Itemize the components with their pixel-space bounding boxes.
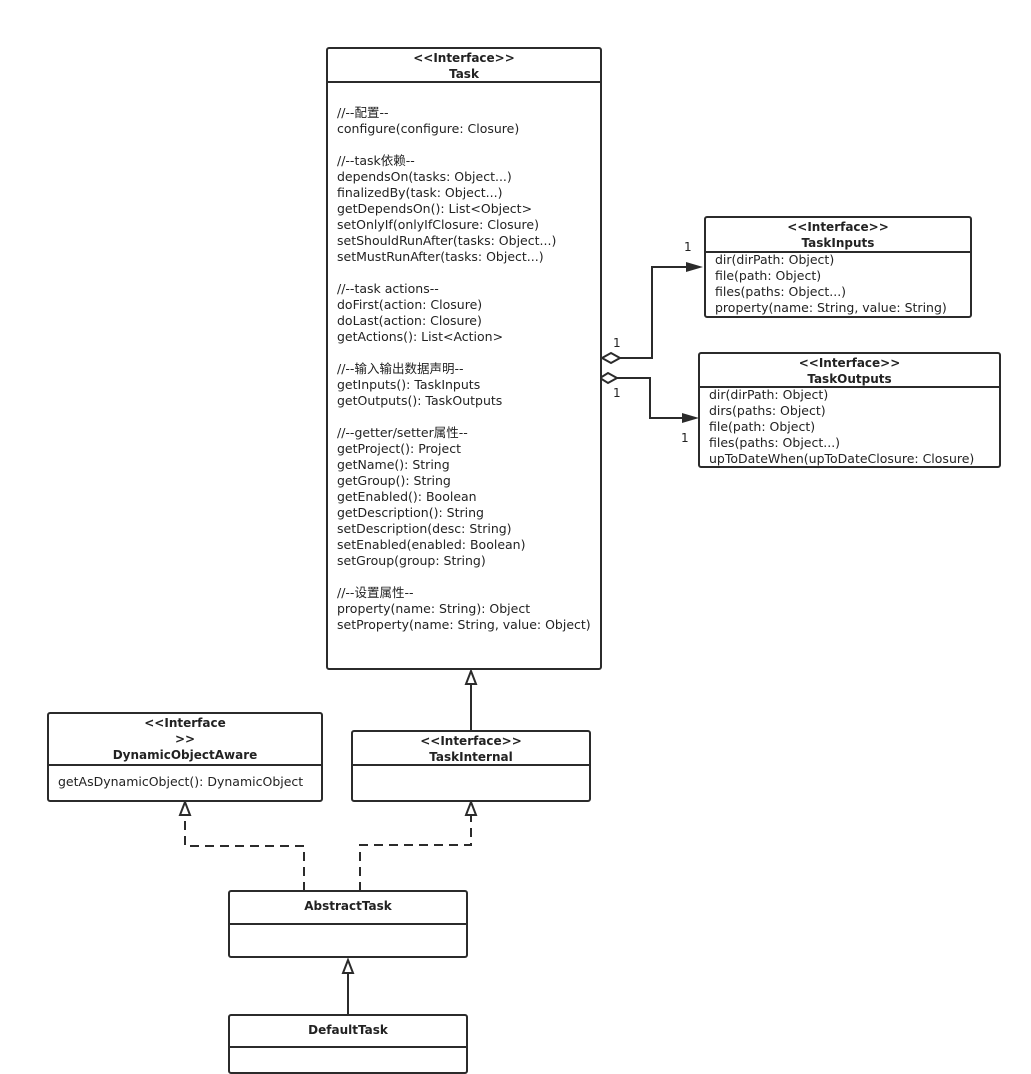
- realization-abstracttask-dynamicobjectaware: [178, 799, 305, 891]
- member-item: upToDateWhen(upToDateClosure: Closure): [709, 451, 975, 466]
- member-item: property(name: String, value: String): [715, 300, 947, 315]
- member-item: setDescription(desc: String): [337, 521, 512, 536]
- member-item: setOnlyIf(onlyIfClosure: Closure): [337, 217, 539, 232]
- member-item: file(path: Object): [709, 419, 816, 434]
- task-stereotype: <<Interface>>: [413, 51, 515, 65]
- taskinputs-interface-box[interactable]: <<Interface>> TaskInputs dir(dirPath: Ob…: [704, 216, 972, 318]
- multiplicity-inputs-source: 1: [613, 336, 621, 350]
- section-comment: //--输入输出数据声明--: [337, 361, 464, 376]
- aggregation-task-inputs: [599, 262, 703, 365]
- member-item: setGroup(group: String): [337, 553, 486, 568]
- defaulttask-class-box[interactable]: DefaultTask: [228, 1014, 468, 1074]
- dynamicobjectaware-stereotype-line2: >>: [174, 732, 196, 746]
- generalization-taskinternal-task: [464, 668, 478, 731]
- section-comment: //--task actions--: [337, 281, 439, 296]
- taskinputs-name: TaskInputs: [801, 236, 875, 250]
- member-spacer: [337, 265, 600, 281]
- defaulttask-name: DefaultTask: [308, 1023, 388, 1037]
- aggregation-task-outputs: [598, 371, 699, 423]
- multiplicity-inputs-target: 1: [684, 240, 692, 254]
- member-item: finalizedBy(task: Object...): [337, 185, 503, 200]
- member-item: getActions(): List<Action>: [337, 329, 504, 344]
- member-item: configure(configure: Closure): [337, 121, 520, 136]
- section-comment: //--task依赖--: [337, 153, 415, 168]
- member-item: getGroup(): String: [337, 473, 451, 488]
- dynamicobjectaware-header: <<Interface >> DynamicObjectAware: [49, 714, 321, 766]
- diagram-connectors: [178, 262, 703, 1015]
- taskoutputs-name: TaskOutputs: [807, 372, 892, 386]
- taskoutputs-stereotype: <<Interface>>: [798, 356, 901, 370]
- abstracttask-class-box[interactable]: AbstractTask: [228, 890, 468, 958]
- section-comment: //--设置属性--: [337, 585, 414, 600]
- task-name: Task: [449, 67, 479, 81]
- taskinternal-name: TaskInternal: [429, 750, 513, 764]
- taskinputs-header: <<Interface>> TaskInputs: [706, 218, 970, 253]
- member-item: getDescription(): String: [337, 505, 484, 520]
- taskinternal-header: <<Interface>> TaskInternal: [353, 732, 589, 766]
- multiplicity-outputs-target: 1: [681, 431, 689, 445]
- member-item: files(paths: Object...): [715, 284, 847, 299]
- member-item: setEnabled(enabled: Boolean): [337, 537, 526, 552]
- abstracttask-header: AbstractTask: [230, 892, 466, 925]
- member-item: setShouldRunAfter(tasks: Object...): [337, 233, 557, 248]
- taskinternal-interface-box[interactable]: <<Interface>> TaskInternal: [351, 730, 591, 802]
- member-spacer: [337, 345, 600, 361]
- taskinputs-members: dir(dirPath: Object)file(path: Object)fi…: [706, 252, 970, 316]
- multiplicity-outputs-source: 1: [613, 386, 621, 400]
- section-comment: //--getter/setter属性--: [337, 425, 468, 440]
- member-item: getOutputs(): TaskOutputs: [337, 393, 503, 408]
- dynamicobjectaware-name: DynamicObjectAware: [112, 748, 258, 762]
- member-item: getDependsOn(): List<Object>: [337, 201, 533, 216]
- member-item: dirs(paths: Object): [709, 403, 826, 418]
- member-item: getName(): String: [337, 457, 450, 472]
- member-item: dependsOn(tasks: Object...): [337, 169, 512, 184]
- taskinputs-stereotype: <<Interface>>: [787, 220, 889, 234]
- taskoutputs-interface-box[interactable]: <<Interface>> TaskOutputs dir(dirPath: O…: [698, 352, 1001, 468]
- member-item: getEnabled(): Boolean: [337, 489, 477, 504]
- member-item: getAsDynamicObject(): DynamicObject: [58, 774, 304, 789]
- member-item: setMustRunAfter(tasks: Object...): [337, 249, 544, 264]
- taskoutputs-members: dir(dirPath: Object)dirs(paths: Object)f…: [700, 387, 999, 467]
- member-item: dir(dirPath: Object): [709, 387, 829, 402]
- realization-abstracttask-taskinternal: [359, 799, 478, 891]
- generalization-defaulttask-abstracttask: [341, 957, 355, 1015]
- section-comment: //--配置--: [337, 105, 389, 120]
- member-item: getProject(): Project: [337, 441, 461, 456]
- defaulttask-header: DefaultTask: [230, 1016, 466, 1048]
- member-item: setProperty(name: String, value: Object): [337, 617, 591, 632]
- member-item: doFirst(action: Closure): [337, 297, 483, 312]
- member-spacer: [337, 569, 600, 585]
- member-item: getInputs(): TaskInputs: [337, 377, 481, 392]
- member-item: files(paths: Object...): [709, 435, 841, 450]
- dynamicobjectaware-stereotype-line1: <<Interface: [144, 716, 226, 730]
- member-item: dir(dirPath: Object): [715, 252, 835, 267]
- dynamicobjectaware-members: getAsDynamicObject(): DynamicObject: [49, 774, 321, 790]
- member-item: file(path: Object): [715, 268, 822, 283]
- member-item: property(name: String): Object: [337, 601, 531, 616]
- taskoutputs-header: <<Interface>> TaskOutputs: [700, 354, 999, 388]
- task-header: <<Interface>> Task: [328, 49, 600, 83]
- abstracttask-name: AbstractTask: [304, 899, 392, 913]
- task-interface-box[interactable]: <<Interface>> Task //--配置--configure(con…: [326, 47, 602, 670]
- member-item: doLast(action: Closure): [337, 313, 482, 328]
- taskinternal-stereotype: <<Interface>>: [420, 734, 522, 748]
- member-spacer: [337, 409, 600, 425]
- member-spacer: [337, 137, 600, 153]
- task-members: //--配置--configure(configure: Closure) //-…: [328, 105, 600, 633]
- dynamicobjectaware-interface-box[interactable]: <<Interface >> DynamicObjectAware getAsD…: [47, 712, 323, 802]
